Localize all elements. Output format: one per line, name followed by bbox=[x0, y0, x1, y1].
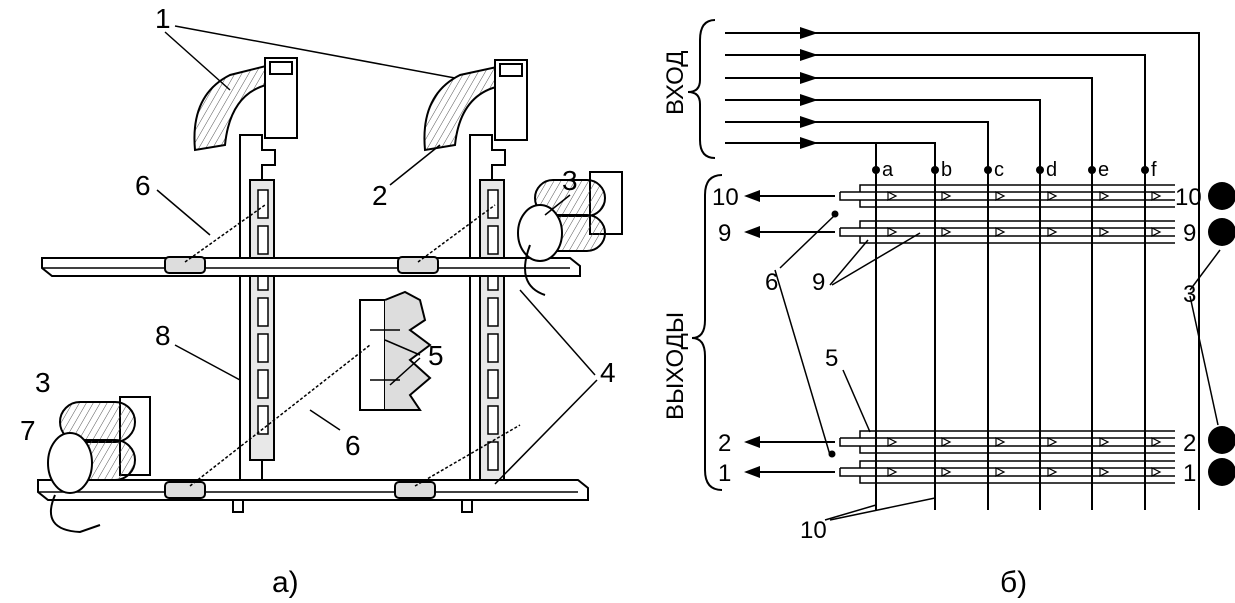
panel-a-drawing bbox=[37, 57, 623, 534]
vertical-bar-right bbox=[469, 134, 506, 481]
label-2: 2 bbox=[372, 180, 388, 211]
column-label-f: f bbox=[1151, 159, 1157, 181]
output-brace bbox=[691, 174, 723, 491]
output-arrows bbox=[760, 195, 835, 473]
outputs-label: ВЫХОДЫ bbox=[662, 312, 689, 420]
label-3-right: 3 bbox=[562, 165, 578, 196]
callout-3: 3 bbox=[1183, 281, 1196, 308]
callout-5: 5 bbox=[825, 345, 838, 372]
label-4: 4 bbox=[600, 357, 616, 388]
caption-b: б) bbox=[1000, 566, 1027, 599]
input-brace bbox=[687, 19, 716, 159]
panel-a-labels: 1 2 3 4 5 6 6 8 3 7 а) bbox=[20, 3, 616, 599]
row-left-1: 1 bbox=[718, 460, 731, 487]
panel-b-schematic bbox=[687, 19, 1235, 521]
column-label-b: b bbox=[941, 159, 952, 181]
top-hook-left bbox=[193, 57, 298, 152]
caption-a: а) bbox=[272, 566, 299, 599]
row-right-1: 1 bbox=[1183, 460, 1196, 487]
electromagnet-left bbox=[47, 396, 151, 534]
label-8: 8 bbox=[155, 320, 171, 351]
label-3-left: 3 bbox=[35, 367, 51, 398]
horizontal-bar-lower bbox=[37, 479, 589, 513]
row-right-2: 2 bbox=[1183, 430, 1196, 457]
row-left-2: 2 bbox=[718, 430, 731, 457]
column-label-c: c bbox=[994, 159, 1004, 181]
contact-triangles bbox=[887, 191, 1162, 477]
label-6-upper: 6 bbox=[135, 170, 151, 201]
input-lines bbox=[725, 32, 1200, 510]
column-label-d: d bbox=[1046, 159, 1057, 181]
panel-a-leaders bbox=[156, 25, 598, 485]
output-arrowheads bbox=[744, 190, 760, 478]
input-arrowheads bbox=[800, 27, 818, 149]
row-right-9: 9 bbox=[1183, 220, 1196, 247]
leader-dots bbox=[828, 210, 839, 458]
column-label-a: a bbox=[882, 159, 894, 181]
label-1: 1 bbox=[155, 3, 171, 34]
top-hook-right bbox=[423, 59, 528, 152]
row-right-10: 10 bbox=[1175, 184, 1202, 211]
input-label: ВХОД bbox=[662, 50, 689, 115]
column-label-e: e bbox=[1098, 159, 1109, 181]
column-dots bbox=[872, 166, 1149, 174]
label-5: 5 bbox=[428, 340, 444, 371]
row-bars bbox=[839, 184, 1175, 484]
label-6-lower: 6 bbox=[345, 430, 361, 461]
magnet-dots bbox=[1208, 182, 1235, 486]
row-left-10: 10 bbox=[712, 184, 739, 211]
row-left-9: 9 bbox=[718, 220, 731, 247]
callout-10: 10 bbox=[800, 517, 827, 544]
callout-9: 9 bbox=[812, 269, 825, 296]
horizontal-bar-upper bbox=[41, 256, 581, 277]
contact-block bbox=[359, 290, 432, 411]
electromagnet-right bbox=[517, 171, 623, 296]
label-7: 7 bbox=[20, 415, 36, 446]
callout-6: 6 bbox=[765, 269, 778, 296]
panel-b-leaders bbox=[774, 214, 1221, 521]
vertical-bar-left bbox=[239, 134, 276, 481]
springs bbox=[184, 204, 521, 487]
panel-b-labels: ВХОД ВЫХОДЫ a b c d e f 10 9 2 1 10 9 2 … bbox=[662, 50, 1202, 599]
